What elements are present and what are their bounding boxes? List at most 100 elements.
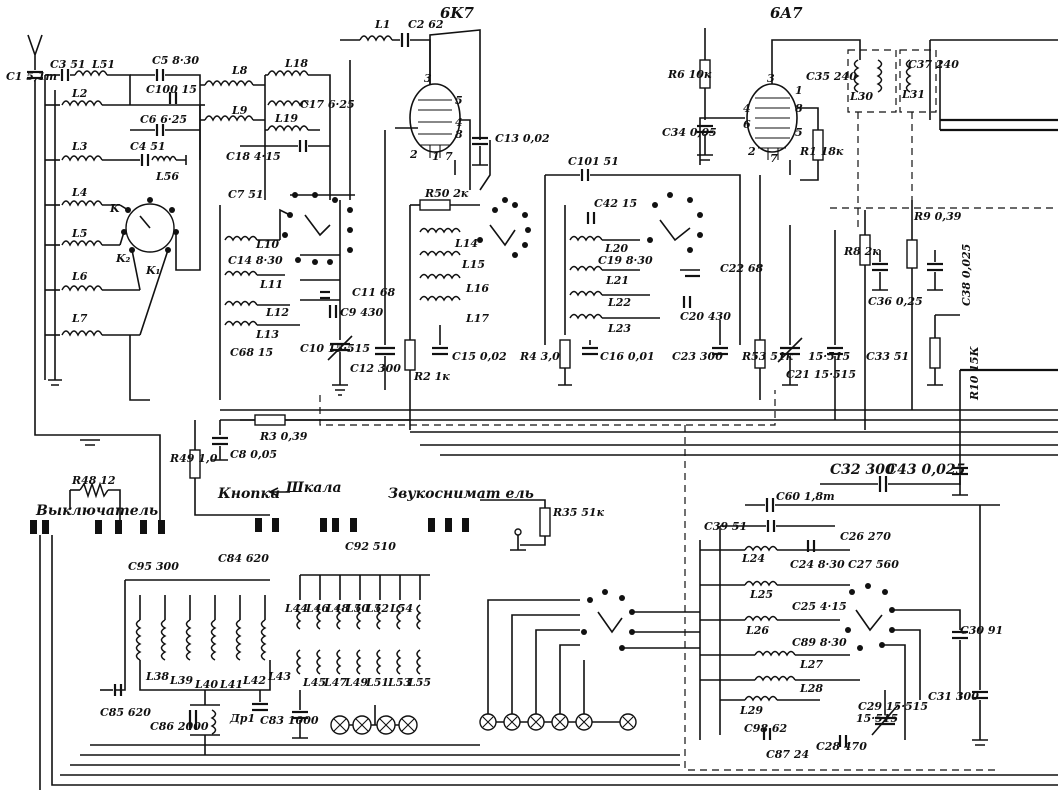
- r9-label: R9 0,39: [913, 210, 962, 223]
- l6-label: L6: [71, 270, 88, 283]
- c23-label: C23 300: [672, 350, 723, 363]
- dashed-links: [319, 390, 1000, 771]
- lamp-icon: [575, 713, 593, 731]
- c21-label: C21 15·515: [786, 368, 856, 381]
- l8-label: L8: [231, 64, 248, 77]
- connector-pins: [30, 518, 469, 534]
- l53-label: L53: [387, 676, 411, 689]
- svg-text:4: 4: [743, 102, 751, 115]
- l55-label: L55: [407, 676, 431, 689]
- k-label: K: [109, 202, 120, 215]
- detector-network: C33 51 R10 15К: [827, 230, 981, 496]
- l56-label: L56: [155, 170, 179, 183]
- l47-label: L47: [323, 676, 347, 689]
- l40-label: L40: [194, 678, 218, 691]
- svg-text:6: 6: [743, 118, 751, 131]
- l18-label: L18: [284, 57, 308, 70]
- c26-label: C26 270: [840, 530, 891, 543]
- l22-label: L22: [607, 296, 631, 309]
- band-switch-4: [647, 192, 703, 253]
- buttons-label: Кнопки: [217, 486, 280, 502]
- l19-label: L19: [274, 112, 298, 125]
- c85-label: C85 620: [100, 706, 151, 719]
- l25-label: L25: [749, 588, 773, 601]
- l3-label: L3: [71, 140, 88, 153]
- l30-label: L30: [849, 90, 873, 103]
- sound-pickup-label: Звукоснимат ель: [388, 486, 534, 502]
- output-caps: C32 300 C43 0,025: [820, 462, 965, 492]
- power-switch-label: Выключатель: [35, 503, 158, 519]
- l44-label: L44: [284, 602, 308, 615]
- l9-label: L9: [231, 104, 248, 117]
- l29-label: L29: [739, 704, 763, 717]
- c35-label: C35 240: [806, 70, 857, 83]
- l23-label: L23: [607, 322, 631, 335]
- lamp-icon: [479, 713, 497, 731]
- r4-label: R4 3,0: [519, 350, 560, 363]
- c29-range-label: 15·515: [856, 712, 898, 725]
- tuning-capacitor-c10: C10 15·515 C12 300: [300, 130, 401, 396]
- lamp-icon: [376, 715, 396, 735]
- c86-label: C86 2000: [150, 720, 209, 733]
- c27-label: C27 560: [848, 558, 899, 571]
- c18-label: C18 4·15: [226, 150, 281, 163]
- l21-label: L21: [605, 274, 629, 287]
- l20-label: L20: [604, 242, 628, 255]
- if-output-network: R8 2к C36 0,25 R9 0,39 C38 0,025: [843, 200, 973, 430]
- l12-label: L12: [265, 306, 289, 319]
- power-input: R48 12: [69, 434, 161, 530]
- anode-network: R6 10к C34 0,05: [662, 28, 717, 161]
- l1-label: L1: [374, 18, 390, 31]
- c28-label: C28 470: [816, 740, 867, 753]
- l10-label: L10: [255, 238, 279, 251]
- band-switch-5: [581, 589, 700, 651]
- lamp-icon: [330, 715, 350, 735]
- c83-label: C83 1000: [260, 714, 319, 727]
- tube2-label: 6A7: [770, 4, 803, 22]
- l17-label: L17: [465, 312, 489, 325]
- l4-label: L4: [71, 186, 87, 199]
- c22-label: C22 68: [720, 262, 764, 275]
- k1-label: K₁: [145, 264, 160, 277]
- c98-label: C98 62: [744, 722, 788, 735]
- l7-label: L7: [71, 312, 88, 325]
- c15-label: C15 0,02: [452, 350, 507, 363]
- svg-text:5: 5: [455, 94, 463, 107]
- l26-label: L26: [745, 624, 769, 637]
- l2-label: L2: [71, 87, 88, 100]
- l54-label: L54: [389, 602, 413, 615]
- l50-label: L50: [345, 602, 369, 615]
- c84-label: C84 620: [218, 552, 269, 565]
- oscillator-tuning: R53 51к C21 15·515 15·515: [741, 175, 856, 400]
- coil-bank-sw: C92 510 L44 L45 L46 L47 L48 L49 L50 L51 …: [284, 540, 431, 739]
- band-switch-1: K K₂ K₁: [109, 105, 201, 401]
- svg-text:7: 7: [770, 152, 778, 165]
- c38-label: C38 0,025: [960, 244, 973, 306]
- c92-label: C92 510: [345, 540, 396, 553]
- svg-text:4: 4: [455, 116, 463, 129]
- if-transformers: L30 C35 240 L31 C37 240: [806, 49, 959, 230]
- c95-label: C95 300: [128, 560, 179, 573]
- c101-label: C101 51: [568, 155, 619, 168]
- r50-label: R50 2к: [424, 187, 469, 200]
- input-coil-bank: C3 51 L51 L2 L3 L4 L5 L6 L7: [44, 58, 200, 386]
- lamp-icon: [619, 713, 637, 731]
- tube-6a7: 6A7 3 1 8 5 4 6 2 7 R1 18к: [699, 4, 861, 181]
- l48-label: L48: [325, 602, 349, 615]
- l27-label: L27: [799, 658, 823, 671]
- c11-label: C11 68: [352, 286, 396, 299]
- svg-text:3: 3: [424, 72, 432, 85]
- c6-label: C6 6·25: [140, 113, 187, 126]
- c12-label: C12 300: [350, 362, 401, 375]
- r2-label: R2 1к: [413, 370, 450, 383]
- r6-label: R6 10к: [667, 68, 712, 81]
- c9-label: C9 430: [340, 306, 384, 319]
- c68-label: C68 15: [230, 346, 273, 359]
- coil-bank-osc: C60 1,8т C39 51 C26 270 L24 C24 8·30 C27…: [699, 490, 1000, 761]
- l28-label: L28: [799, 682, 823, 695]
- l45-label: L45: [302, 676, 326, 689]
- c14-label: C14 8·30: [228, 254, 283, 267]
- l11-label: L11: [259, 278, 283, 291]
- coil-bank-3: R50 2к L14 L15 L16 L17 R2 1к C15 0,02: [404, 187, 507, 430]
